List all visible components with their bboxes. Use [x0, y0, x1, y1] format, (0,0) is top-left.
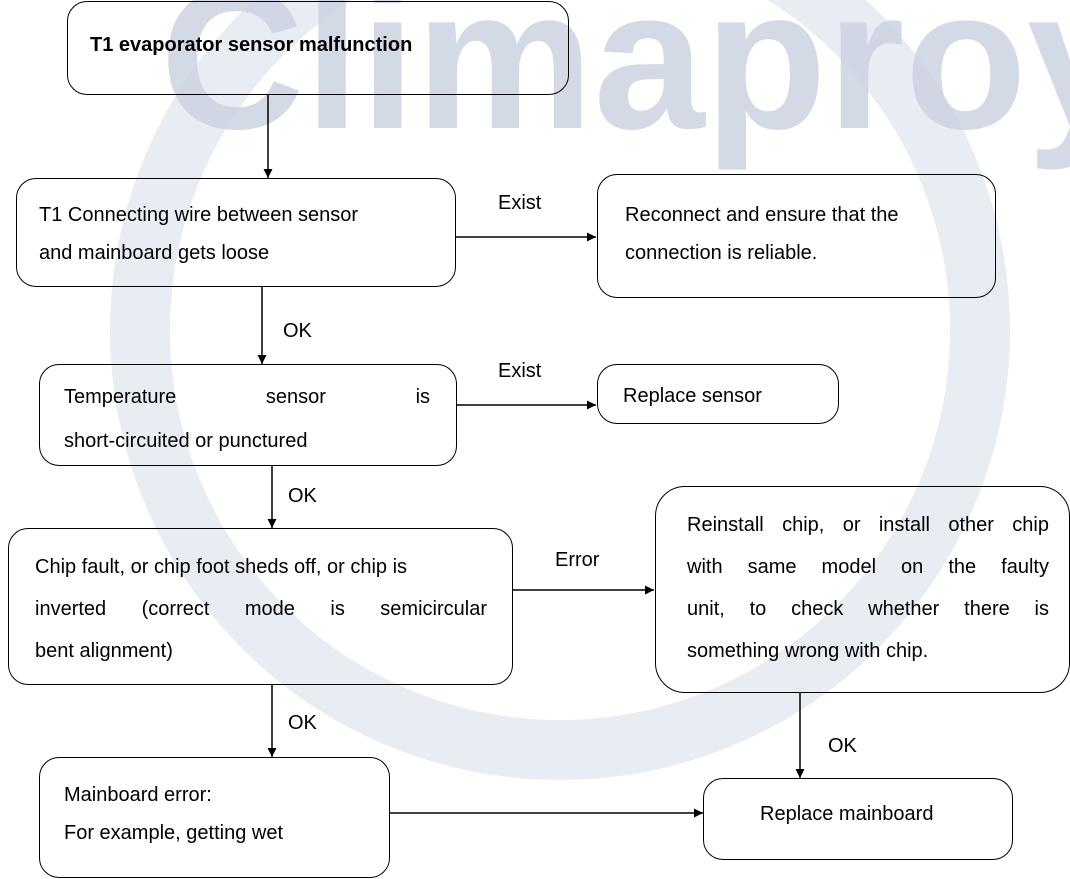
node-reinstall-chip-line3-text: unit, to check whether there is — [687, 598, 1049, 620]
watermark-ring — [110, 0, 1010, 780]
node-chip-fault-line2-text: inverted (correct mode is semicircular — [35, 598, 487, 620]
node-chip-fault-line2: inverted (correct mode is semicircular — [35, 590, 487, 628]
node-chip-fault-line1: Chip fault, or chip foot sheds off, or c… — [35, 556, 408, 578]
node-reinstall-chip-line3: unit, to check whether there is — [687, 590, 1049, 628]
node-chip-fault-line3: bent alignment) — [35, 640, 173, 662]
node-reinstall-chip-line1: Reinstall chip, or install other chip — [687, 506, 1049, 544]
node-replace-sensor-label: Replace sensor — [623, 385, 762, 407]
node-reconnect-line2: connection is reliable. — [625, 242, 818, 264]
node-temp-sensor — [39, 364, 457, 466]
edge-label-ok-2: OK — [288, 485, 317, 507]
node-temp-sensor-line1: Temperature sensor is — [64, 378, 430, 416]
node-reconnect — [597, 174, 996, 298]
node-replace-mainboard-label: Replace mainboard — [760, 803, 934, 825]
edge-label-exist-1: Exist — [498, 192, 542, 214]
edge-label-error-1: Error — [555, 549, 600, 571]
node-temp-sensor-word3: is — [415, 386, 431, 408]
node-mainboard-error — [39, 757, 390, 878]
watermark-text: Climaproyec — [160, 0, 1070, 171]
node-reinstall-chip-line2-text: with same model on the faulty — [687, 556, 1049, 578]
edge-label-ok-4: OK — [828, 735, 857, 757]
node-loose-wire — [16, 178, 456, 287]
node-chip-fault — [8, 528, 513, 685]
node-temp-sensor-word2: sensor — [265, 386, 326, 408]
node-reinstall-chip-line1-text: Reinstall chip, or install other chip — [687, 514, 1049, 536]
node-temp-sensor-word1: Temperature — [64, 386, 177, 408]
node-loose-wire-line2: and mainboard gets loose — [39, 242, 270, 264]
node-reinstall-chip-line2: with same model on the faulty — [687, 548, 1049, 586]
edge-label-ok-1: OK — [283, 320, 312, 342]
node-mainboard-error-line1: Mainboard error: — [64, 784, 212, 806]
node-loose-wire-line1: T1 Connecting wire between sensor — [39, 204, 359, 226]
node-temp-sensor-line2: short-circuited or punctured — [64, 430, 308, 452]
node-reinstall-chip-line4: something wrong with chip. — [687, 640, 929, 662]
node-t1-malfunction-label: T1 evaporator sensor malfunction — [90, 34, 413, 56]
node-replace-mainboard — [703, 778, 1013, 860]
node-replace-sensor — [597, 364, 839, 424]
edge-label-exist-2: Exist — [498, 360, 542, 382]
node-t1-malfunction — [67, 1, 569, 95]
node-reconnect-line1: Reconnect and ensure that the — [625, 204, 899, 226]
edge-label-ok-3: OK — [288, 712, 317, 734]
node-mainboard-error-line2: For example, getting wet — [64, 822, 283, 844]
